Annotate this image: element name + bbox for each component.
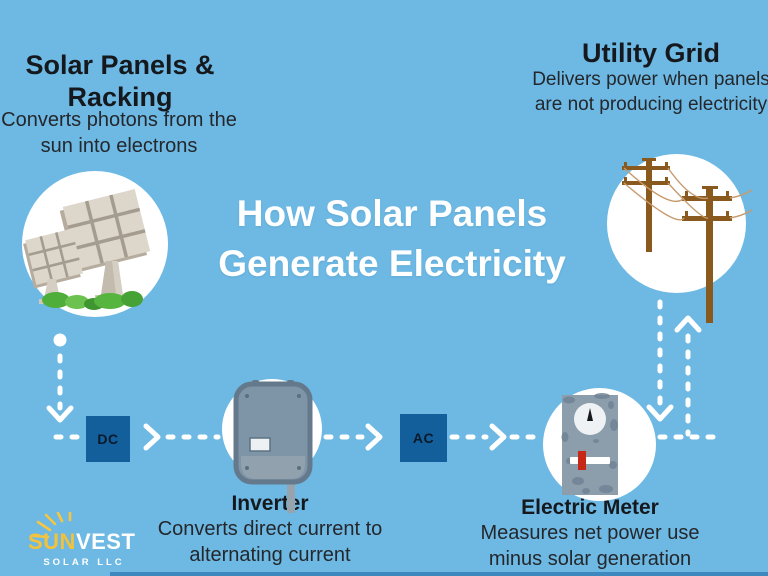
solar-panels-icon <box>23 189 151 310</box>
arrow-right-icon <box>489 423 507 451</box>
logo-wordmark: SUNVEST <box>28 529 135 555</box>
solar-panels-description: Converts photons from the sun into elect… <box>1 109 237 157</box>
electric-meter-icon <box>561 393 618 495</box>
logo-wordmark-sun: SUN <box>28 529 76 554</box>
utility-grid-description: Delivers power when panels are not produ… <box>532 69 768 115</box>
page-title-line1: How Solar Panels <box>236 193 548 234</box>
solar-panels-heading: Solar Panels & Racking <box>25 50 215 112</box>
inverter-description: Converts direct current to alternating c… <box>157 518 383 566</box>
sun-rays-icon <box>32 512 72 539</box>
bottom-bar <box>110 572 768 576</box>
ac-label: AC <box>400 414 447 462</box>
logo-tagline: SOLAR LLC <box>43 557 125 568</box>
electric-meter-description: Measures net power use minus solar gener… <box>480 522 700 570</box>
utility-grid-circle <box>607 154 746 293</box>
arrow-down-icon <box>646 404 674 422</box>
utility-pole-icon <box>622 158 752 323</box>
dc-label: DC <box>86 416 130 462</box>
electric-meter-heading: Electric Meter <box>521 496 659 519</box>
arrow-right-icon <box>143 423 161 451</box>
logo-wordmark-vest: VEST <box>75 529 136 554</box>
arrow-right-icon <box>365 423 383 451</box>
flow-start-dot <box>53 333 67 347</box>
sunvest-logo: SUNVEST SOLAR LLC <box>22 512 154 570</box>
utility-grid-heading: Utility Grid <box>581 38 720 68</box>
arrow-down-icon <box>46 405 74 423</box>
inverter-icon <box>233 380 313 513</box>
page-title: How Solar Panels Generate Electricity <box>166 189 618 289</box>
page-title-line2: Generate Electricity <box>218 242 566 284</box>
